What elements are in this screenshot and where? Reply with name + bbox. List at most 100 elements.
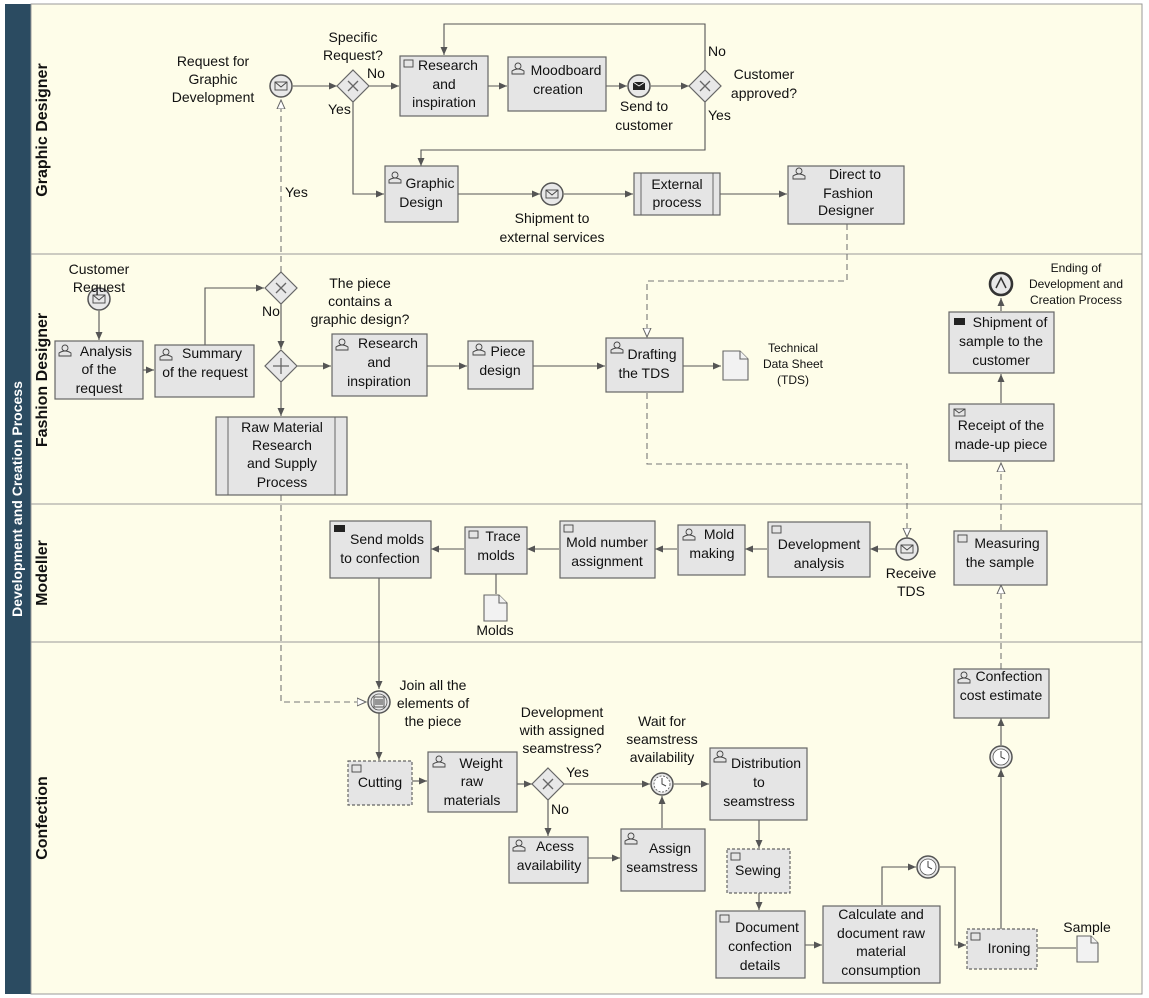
start-event-request-graphic[interactable]	[269, 74, 293, 98]
gateway-development-seamstress[interactable]	[531, 767, 565, 801]
gateway-parallel[interactable]	[264, 349, 298, 383]
timer-event-calc[interactable]	[916, 855, 940, 879]
label-yes-link: Yes	[285, 184, 308, 200]
task-ironing[interactable]: Ironing	[966, 928, 1038, 970]
label-yes-confection: Yes	[566, 764, 589, 780]
task-cutting[interactable]: Cutting	[347, 760, 413, 806]
lane-modeller: Modeller	[34, 540, 51, 606]
gateway-graphic-design[interactable]	[264, 271, 298, 305]
label-no-1: No	[367, 65, 385, 81]
label-gw-no: No	[262, 303, 280, 319]
label-yes-1: Yes	[328, 101, 351, 117]
label-no-2: No	[708, 43, 726, 59]
document-molds[interactable]	[483, 594, 508, 622]
document-tds[interactable]	[722, 350, 749, 381]
gateway-customer-approved[interactable]	[688, 69, 722, 103]
event-send-to-customer[interactable]	[627, 74, 651, 98]
message-flows	[281, 100, 1001, 702]
svg-text:Ironing: Ironing	[988, 940, 1031, 956]
label-no-confection: No	[551, 801, 569, 817]
start-event-customer-request[interactable]	[87, 287, 111, 311]
lane-fashion-designer: Fashion Designer	[34, 313, 51, 447]
event-receive-tds[interactable]	[895, 537, 919, 561]
end-event-ending[interactable]	[988, 271, 1014, 297]
document-sample[interactable]	[1076, 935, 1099, 963]
event-wait-seamstress[interactable]	[650, 772, 674, 796]
label-molds: Molds	[476, 622, 513, 638]
event-join-elements[interactable]	[367, 690, 391, 714]
lane-confection: Confection	[34, 776, 51, 860]
label-sample: Sample	[1063, 919, 1111, 935]
sequence-flows	[95, 23, 1076, 949]
timer-event-ironing[interactable]	[989, 745, 1013, 769]
svg-text:Cutting: Cutting	[358, 774, 402, 790]
label-yes-2: Yes	[708, 107, 731, 123]
gateway-specific-request[interactable]	[336, 69, 370, 103]
task-sewing[interactable]: Sewing	[726, 848, 791, 894]
event-shipment-external[interactable]	[540, 182, 564, 206]
pool-body	[30, 3, 1143, 995]
